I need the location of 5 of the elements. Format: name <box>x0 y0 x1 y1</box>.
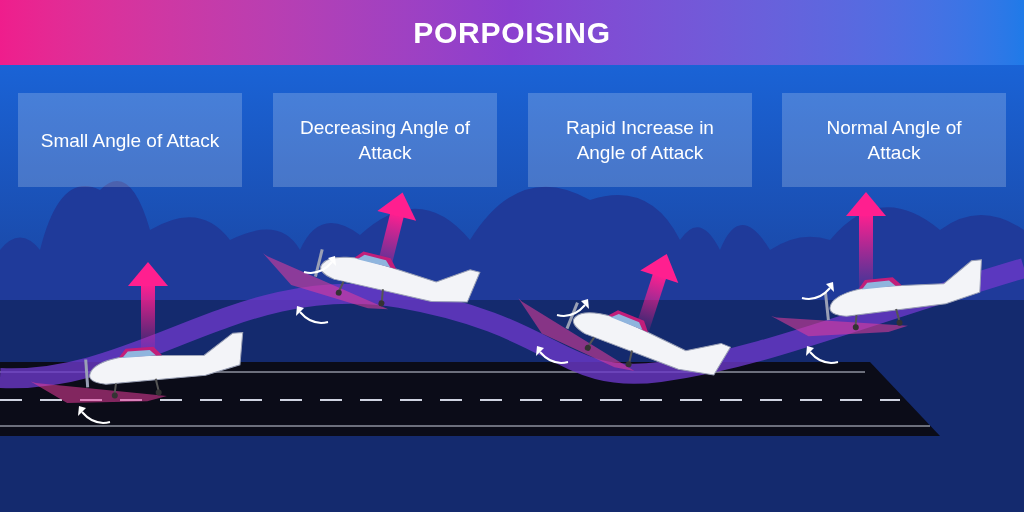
label-panel: Rapid Increase in Angle of Attack <box>528 93 752 187</box>
label-panel: Normal Angle of Attack <box>782 93 1006 187</box>
label-panel: Small Angle of Attack <box>18 93 242 187</box>
label-panel: Decreasing Angle of Attack <box>273 93 497 187</box>
title-banner: PORPOISING <box>0 0 1024 65</box>
